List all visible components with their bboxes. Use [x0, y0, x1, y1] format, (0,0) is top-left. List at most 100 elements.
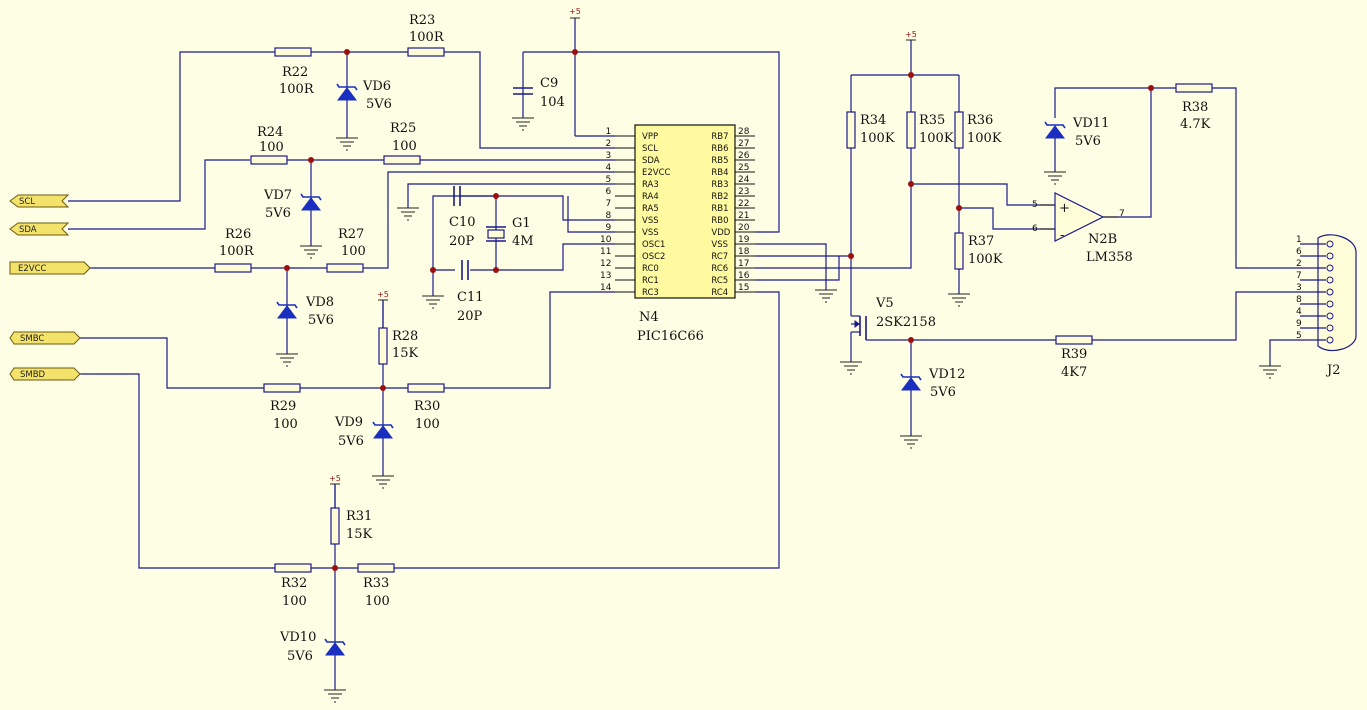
resistor-value: 100K: [919, 131, 954, 146]
mcu-pin-name: RB0: [711, 216, 728, 226]
port-label: SDA: [19, 225, 37, 235]
supply-2: +5: [905, 30, 917, 41]
ground-icon: [372, 475, 394, 489]
mcu-pin-number: 3: [606, 151, 612, 161]
mcu-pin-number: 5: [606, 175, 612, 185]
mcu-pin-number: 22: [738, 199, 749, 209]
resistor-value: 100: [392, 139, 417, 154]
resistor-ref: R34: [860, 113, 886, 128]
crystal-g1: G1 4M: [486, 216, 534, 249]
resistor-ref: R36: [967, 113, 993, 128]
diode-ref: VD8: [305, 295, 334, 310]
mcu-pin-number: 11: [600, 247, 611, 257]
resistor-ref: R33: [363, 576, 389, 591]
mcu-pin-name: RC0: [642, 264, 659, 274]
capacitor-ref: C10: [449, 215, 476, 230]
mcu-pin-name: RB4: [711, 168, 728, 178]
mcu-pin-number: 27: [738, 139, 749, 149]
mcu-pin-number: 8: [606, 211, 612, 221]
mcu-pin-name: RB1: [711, 204, 728, 214]
supply-label: +5: [905, 30, 917, 39]
resistor-value: 100: [273, 417, 298, 432]
resistor-ref: R26: [225, 227, 251, 242]
zener-vd9: VD9 5V6: [334, 415, 394, 449]
supply-1: +5: [569, 7, 581, 19]
diode-value: 5V6: [265, 206, 291, 221]
resistor-r26: R26 100R: [214, 227, 255, 273]
connector-pin-number: 9: [1296, 319, 1302, 329]
port-label: SMBD: [20, 370, 46, 380]
mcu-pin-number: 13: [600, 271, 611, 281]
junctions: [284, 49, 1154, 571]
wires: [68, 18, 1300, 690]
resistor-value: 15K: [346, 527, 373, 542]
mcu-pin-name: E2VCC: [642, 168, 671, 178]
supply-label: +5: [377, 290, 389, 299]
mcu-pin-name: OSC1: [642, 240, 665, 250]
connector-pin: [1326, 240, 1334, 248]
connector-pin-number: 8: [1296, 295, 1302, 305]
mcu-pin-name: RC3: [642, 288, 659, 298]
ground-icon: [815, 289, 837, 303]
port-e2vcc: E2VCC: [9, 261, 91, 275]
ground-symbols: [276, 117, 1281, 703]
port-label: SMBC: [20, 334, 44, 344]
mosfet-part: 2SK2158: [876, 315, 936, 330]
resistor-r33: R33 100: [357, 563, 395, 609]
supply-3: +5: [377, 290, 389, 301]
resistor-value: 100: [415, 417, 440, 432]
resistor-ref: R29: [270, 399, 296, 414]
port-scl: SCL: [9, 194, 70, 208]
connector-pin-number: 5: [1296, 331, 1302, 341]
connector-pin-number: 3: [1296, 283, 1302, 293]
diode-ref: VD11: [1072, 116, 1109, 131]
resistor-value: 100: [365, 594, 390, 609]
supply-label: +5: [569, 7, 581, 16]
ground-icon: [840, 361, 862, 375]
zener-vd10: VD10 5V6: [279, 630, 346, 664]
ground-icon: [422, 295, 444, 309]
mcu-pin-name: RB2: [711, 192, 728, 202]
connector-pin: [1326, 336, 1334, 344]
mcu-pin-name: RB6: [711, 144, 728, 154]
mcu-pin-number: 23: [738, 187, 749, 197]
mcu-pin-number: 1: [606, 127, 612, 137]
resistor-r35: R35 100K: [906, 111, 954, 149]
resistor-value: 100K: [967, 131, 1002, 146]
resistor-ref: R22: [282, 65, 308, 80]
capacitor-c11: C11 20P: [457, 260, 484, 324]
opamp-minus: -: [1060, 228, 1064, 243]
capacitor-ref: C11: [457, 290, 484, 305]
mcu-pin-number: 26: [738, 151, 750, 161]
connector-pin: [1326, 300, 1334, 308]
mcu-pin-name: SDA: [642, 156, 660, 166]
resistor-r38: R38 4.7K: [1175, 83, 1213, 132]
resistor-r27: R27 100: [326, 227, 366, 273]
diode-ref: VD6: [362, 79, 391, 94]
resistor-value: 100R: [279, 82, 315, 97]
port-sda: SDA: [9, 222, 70, 236]
connector-pin: [1326, 264, 1334, 272]
mcu-pin-name: VSS: [642, 228, 659, 238]
mcu-pin-number: 15: [738, 283, 749, 293]
resistor-r37: R37 100K: [954, 232, 1003, 270]
mcu-pin-name: RC4: [711, 288, 728, 298]
diode-value: 5V6: [287, 649, 313, 664]
connector-pin-number: 2: [1296, 259, 1302, 269]
resistor-r22: R22 100R: [274, 47, 315, 97]
resistor-ref: R27: [338, 227, 364, 242]
mcu-pin-number: 14: [600, 283, 612, 293]
resistor-ref: R37: [968, 234, 994, 249]
resistor-value: 100R: [409, 30, 445, 45]
resistor-ref: R25: [390, 121, 416, 136]
resistor-value: 100R: [219, 244, 255, 259]
ground-icon: [1044, 171, 1066, 185]
diode-ref: VD12: [928, 367, 965, 382]
mcu-pin-name: VDD: [711, 228, 730, 238]
resistor-r28: R28 15K: [378, 300, 419, 365]
mcu-pin-number: 12: [600, 259, 611, 269]
mcu-pin-number: 16: [738, 271, 750, 281]
resistor-value: 100: [282, 594, 307, 609]
capacitor-value: 20P: [449, 234, 475, 249]
ground-icon: [948, 293, 970, 307]
